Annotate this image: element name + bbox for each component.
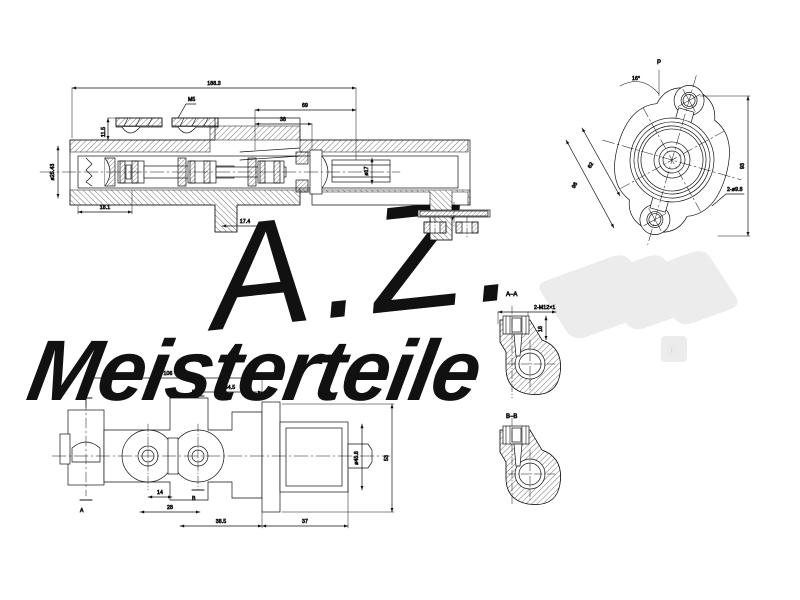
reservoir-port-right <box>171 117 219 134</box>
dim-flange-offset: 17.4 <box>221 219 269 228</box>
part-seal-ring-left <box>423 216 447 239</box>
dim-port-spacing: 34.5 <box>197 385 263 394</box>
dim-left-offset-text: 18.1 <box>100 205 111 211</box>
dim-right-step: 69 <box>254 103 357 151</box>
dim-aa-depth-text: 18 <box>538 326 544 332</box>
dim-bottom-length-text: 106 <box>164 371 173 377</box>
dim-bolt-span-text: 96 <box>571 181 579 189</box>
dim-flange-to-end: 37 <box>261 469 349 529</box>
dim-port-height: 11.5 <box>101 117 119 141</box>
dim-flange-to-end-text: 37 <box>302 519 308 525</box>
callout-thread-m5: M5 <box>177 97 197 119</box>
part-seal-ring-right <box>455 216 479 239</box>
view-section-aa: A–A 2-M12×1 18 <box>497 292 561 399</box>
section-mark-a-top-text: A <box>80 392 84 398</box>
bottom-left-boss <box>59 399 105 497</box>
main-wall-upper-hatch <box>69 125 469 153</box>
dim-shaft-diameter: ø17 <box>364 157 374 185</box>
return-spring <box>85 157 93 187</box>
section-mark-b-top: B <box>191 390 205 397</box>
dim-overall-length-text: 188.3 <box>207 81 220 87</box>
dim-flange-offset-text: 17.4 <box>240 219 251 225</box>
flange-view-label: P <box>657 60 661 66</box>
dim-bore-diameter: ø25.43 <box>50 145 60 199</box>
dim-port-pitch: 14 <box>147 490 173 499</box>
dim-bore-diameter-text: ø25.43 <box>50 164 56 181</box>
dim-inner-step-text: 38 <box>280 117 286 123</box>
dim-port-height-text: 11.5 <box>101 127 107 137</box>
output-shaft <box>331 159 391 183</box>
callout-bolt-holes-text: 2-ø9.8 <box>727 187 743 193</box>
dim-overall-length: 188.3 <box>71 81 357 161</box>
dim-flange-angle-text: 16° <box>632 76 640 82</box>
dim-left-offset: 18.1 <box>77 189 133 215</box>
view-section-bb: B–B <box>499 414 561 507</box>
section-mark-b-bottom-text: B <box>192 496 196 502</box>
section-mark-b-top-text: B <box>192 390 196 396</box>
bottom-flange-plate <box>261 401 281 513</box>
view-main-section: 188.3 69 38 11.5 <box>39 81 471 241</box>
section-mark-a-bottom: A <box>79 499 93 514</box>
dim-port-pitch-outer: 28 <box>139 505 201 514</box>
dim-flange-height: 93 <box>699 95 751 237</box>
dim-body-width-text: 53 <box>384 455 390 461</box>
callout-thread-m5-text: M5 <box>188 97 195 103</box>
dim-body-width: 53 <box>281 403 395 513</box>
dim-right-step-text: 69 <box>302 103 308 109</box>
dim-shaft-diameter-text: ø17 <box>364 166 370 175</box>
callout-aa-thread-text: 2-M12×1 <box>534 305 555 311</box>
dim-boss-diameter-text: ø45.8 <box>354 451 360 465</box>
dim-flange-height-text: 93 <box>740 163 746 169</box>
dim-body-to-flange-text: 38.5 <box>216 519 227 525</box>
dim-port-pitch-outer-text: 28 <box>167 505 173 511</box>
section-mark-a-top: A <box>79 392 93 407</box>
dim-inner-step: 38 <box>254 117 313 151</box>
dim-aa-depth: 18 <box>538 315 548 341</box>
dim-body-to-flange: 38.5 <box>179 511 263 529</box>
section-bb-label: B–B <box>506 414 517 420</box>
reservoir-port-left <box>115 117 163 134</box>
dim-boss-diameter: ø45.8 <box>354 423 364 491</box>
dim-port-pitch-text: 14 <box>157 490 163 496</box>
view-bottom: 106 34.5 A A B B <box>51 371 395 529</box>
view-flange: P 16° 93 62 96 <box>565 60 751 245</box>
dim-bolt-pitch-text: 62 <box>587 161 595 169</box>
section-mark-b-bottom: B <box>191 489 205 502</box>
dim-bolt-pitch: 62 <box>581 127 621 197</box>
dim-port-spacing-text: 34.5 <box>225 385 236 391</box>
view-small-parts <box>417 201 491 239</box>
section-aa-label: A–A <box>506 292 517 298</box>
callout-bolt-holes: 2-ø9.8 <box>711 187 745 207</box>
dim-bolt-span: 96 <box>565 139 615 229</box>
section-mark-a-bottom-text: A <box>80 508 84 514</box>
